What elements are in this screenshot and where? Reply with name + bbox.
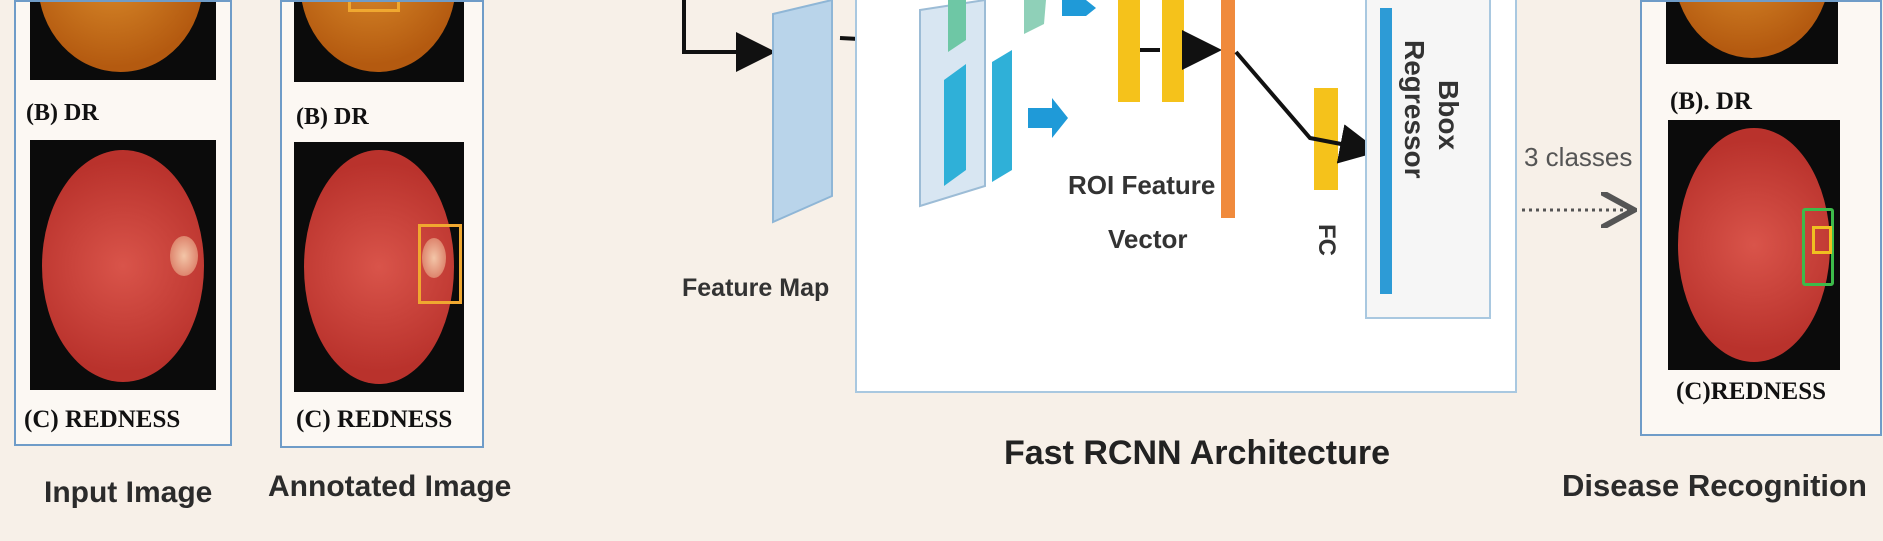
roi-feature-block-2	[1162, 0, 1184, 102]
annotated-image-caption: Annotated Image	[268, 470, 512, 503]
cnn-block-teal-upper	[948, 0, 966, 52]
blue-arrow-upper	[1062, 0, 1096, 16]
orange-to-bbox-arrow	[1234, 50, 1380, 164]
output-label-redness: (C)REDNESS	[1676, 378, 1827, 405]
cnn-block-teal-lower	[944, 64, 966, 186]
output-caption: Disease Recognition	[1562, 468, 1867, 503]
bbox-blue-bar	[1380, 8, 1392, 294]
roi-feature-label-line1: ROI Feature	[1068, 170, 1216, 200]
input-label-dr: (B) DR	[26, 100, 99, 126]
detection-box-yellow	[1812, 226, 1832, 254]
blue-arrow-lower	[1028, 98, 1068, 138]
input-redness-fundus-image	[30, 140, 216, 390]
feature-map-slab	[772, 0, 833, 224]
fc-orange-bar	[1221, 0, 1235, 218]
output-redness-fundus-image	[1668, 120, 1840, 370]
roi-feature-block-1	[1118, 0, 1140, 102]
cnn-block-small-lower	[992, 50, 1012, 182]
annotated-dr-fundus-image	[294, 2, 464, 82]
input-image-caption: Input Image	[44, 476, 213, 509]
feature-map-label: Feature Map	[682, 274, 830, 302]
output-dr-fundus-image	[1666, 2, 1838, 64]
annotated-image-panel: (B) DR (C) REDNESS	[280, 0, 484, 448]
input-image-panel: (B) DR (C) REDNESS	[14, 0, 232, 446]
input-dr-fundus-image	[30, 2, 216, 80]
classes-label: 3 classes	[1524, 142, 1633, 172]
fc-label: FC	[1313, 224, 1340, 256]
bbox-label-line2: Regressor	[1399, 40, 1430, 179]
architecture-title: Fast RCNN Architecture	[1004, 434, 1391, 472]
bbox-label-line1: Bbox	[1433, 80, 1464, 150]
annotation-box-redness	[418, 224, 462, 304]
roi-feature-label-line2: Vector	[1108, 224, 1188, 254]
annotation-box-dr	[348, 2, 400, 12]
annotated-redness-fundus-image	[294, 142, 464, 392]
input-label-redness: (C) REDNESS	[24, 406, 181, 433]
annotated-label-redness: (C) REDNESS	[296, 406, 453, 433]
detection-box-green	[1802, 208, 1834, 286]
input-connector-arrow	[682, 0, 776, 72]
annotated-label-dr: (B) DR	[296, 104, 369, 130]
cnn-block-small	[1024, 0, 1046, 34]
output-label-dr: (B). DR	[1670, 88, 1752, 115]
output-panel: (B). DR (C)REDNESS	[1640, 0, 1882, 436]
